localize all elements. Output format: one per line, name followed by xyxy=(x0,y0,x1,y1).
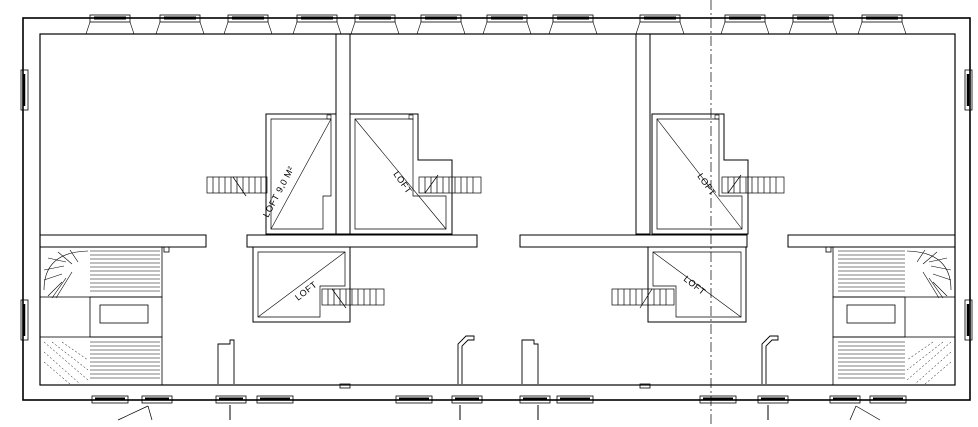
loft-lower-1 xyxy=(252,246,351,323)
windows-top xyxy=(85,14,907,35)
loft-upper-3 xyxy=(651,113,749,235)
stair-left xyxy=(39,246,170,386)
ladder-stairs xyxy=(206,174,785,309)
party-walls xyxy=(335,33,651,235)
loft-label-2: LOFT xyxy=(391,169,414,195)
grid-ticks xyxy=(229,405,769,420)
exterior-walls xyxy=(22,17,971,401)
corridor-walls xyxy=(39,234,956,248)
windows-side xyxy=(20,69,973,341)
flues xyxy=(217,335,779,384)
loft-upper-1 xyxy=(265,113,337,235)
windows-bottom xyxy=(91,383,907,404)
loft-label-4: LOFT xyxy=(293,279,319,302)
loft-label-5: LOFT xyxy=(682,274,708,297)
loft-label-3: LOFT xyxy=(695,171,718,197)
loft-upper-2 xyxy=(349,113,453,235)
entrance-doors xyxy=(117,405,881,421)
stair-right xyxy=(825,246,956,386)
